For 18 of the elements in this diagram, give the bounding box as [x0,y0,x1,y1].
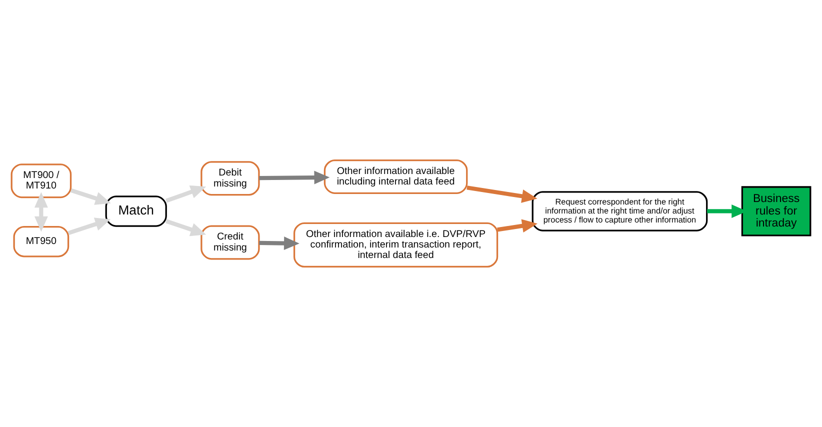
node-box: Request correspondent for the right information at the right time and/or adjust process / flow to capture other information [532,191,708,232]
node-box: Match [105,196,167,227]
arrow [259,236,300,250]
arrow [166,219,206,236]
arrow [466,186,538,203]
arrow [166,185,206,203]
arrow [68,218,111,235]
arrow [34,192,48,232]
node-box: Credit missing [200,225,260,260]
arrow [259,170,330,184]
node-box: MT950 [13,226,70,258]
node-box: MT900 / MT910 [10,164,72,198]
node-box: Other information available i.e. DVP/RVP confirmation, interim transaction report, internal data feed [293,222,498,268]
node-box: Debit missing [200,161,260,196]
node-box: Business rules for intraday [741,186,812,236]
arrow [70,188,111,205]
arrow [497,219,538,233]
node-box: Other information available including internal data feed [324,159,468,194]
